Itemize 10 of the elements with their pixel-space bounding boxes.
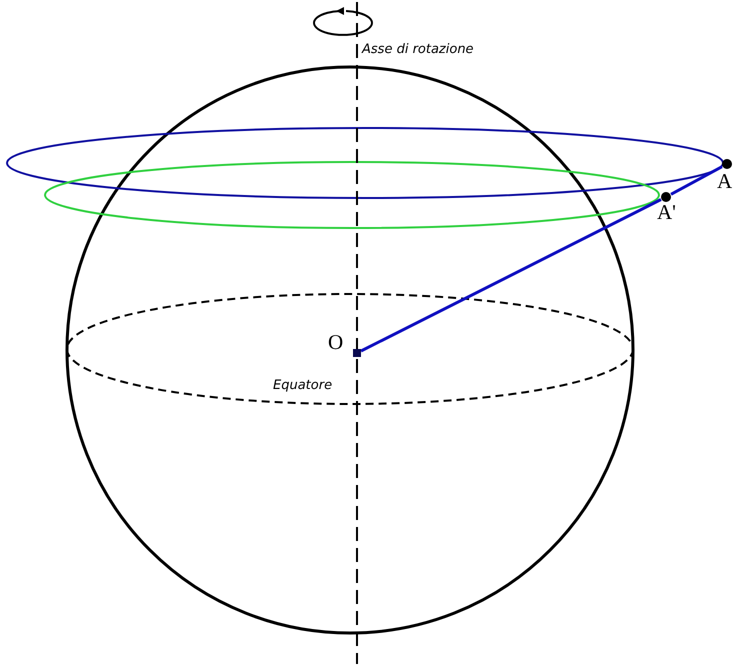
point-label: A <box>717 171 732 192</box>
radius-line <box>670 165 723 196</box>
point-label: A' <box>657 202 676 223</box>
radius-line <box>360 198 662 352</box>
axis-label: Asse di rotazione <box>362 42 474 57</box>
point-label: O <box>328 332 344 353</box>
point-dot <box>661 192 671 202</box>
equator-label: Equatore <box>273 378 332 393</box>
point-dot <box>722 159 732 169</box>
point-square <box>353 349 361 357</box>
